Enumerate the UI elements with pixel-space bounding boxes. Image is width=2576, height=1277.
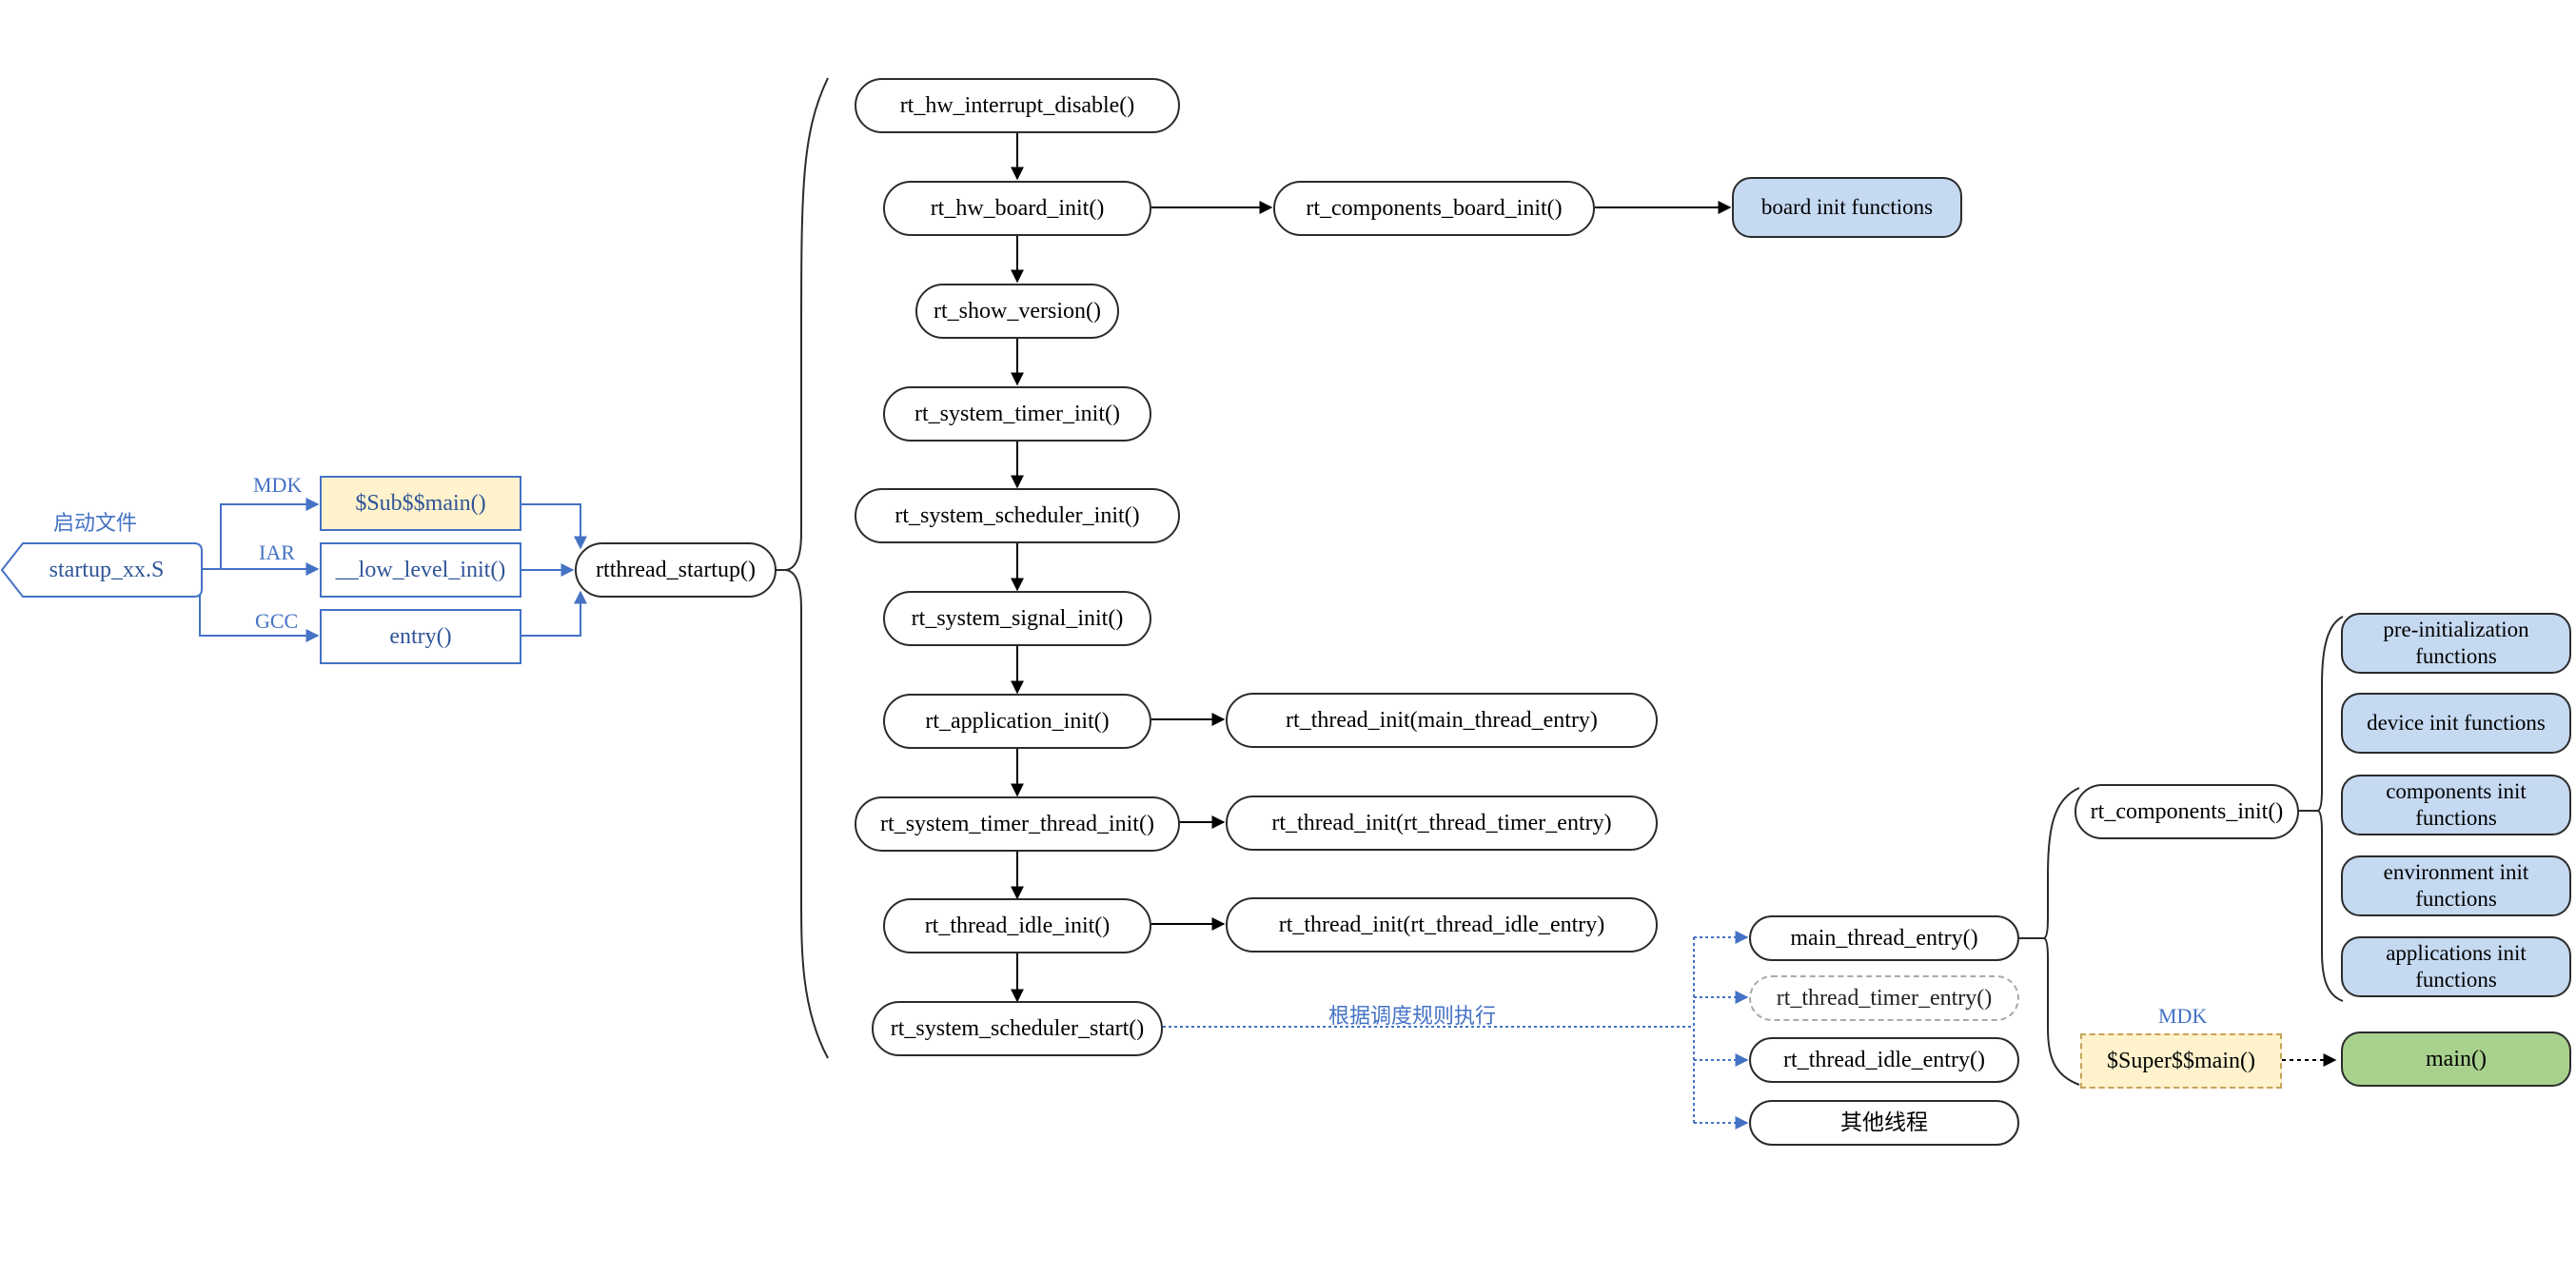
other-threads-node: 其他线程 bbox=[1749, 1100, 2019, 1146]
components-board-init-node: rt_components_board_init() bbox=[1273, 181, 1595, 236]
pre-init-functions-node: pre-initialization functions bbox=[2341, 613, 2571, 674]
seq-timer-thread-init: rt_system_timer_thread_init() bbox=[855, 796, 1180, 852]
mdk-super-label: MDK bbox=[2158, 1004, 2208, 1028]
super-main-node: $Super$$main() bbox=[2080, 1033, 2282, 1089]
seq-scheduler-start: rt_system_scheduler_start() bbox=[872, 1001, 1163, 1056]
applications-init-functions-node: applications init functions bbox=[2341, 936, 2571, 997]
thread-init-idle-node: rt_thread_init(rt_thread_idle_entry) bbox=[1226, 897, 1658, 953]
components-init-node: rt_components_init() bbox=[2075, 784, 2299, 839]
main-thread-entry-node: main_thread_entry() bbox=[1749, 915, 2019, 961]
thread-init-main-node: rt_thread_init(main_thread_entry) bbox=[1226, 693, 1658, 748]
startup-file-shape: startup_xx.S bbox=[0, 541, 204, 599]
board-init-functions-node: board init functions bbox=[1732, 177, 1962, 238]
compiler-mdk-label: MDK bbox=[253, 473, 303, 497]
seq-hw-board-init: rt_hw_board_init() bbox=[883, 181, 1151, 236]
entry-node: entry() bbox=[320, 609, 521, 664]
scheduler-note-label: 根据调度规则执行 bbox=[1328, 1004, 1497, 1028]
compiler-gcc-label: GCC bbox=[255, 609, 299, 633]
idle-thread-entry-node: rt_thread_idle_entry() bbox=[1749, 1037, 2019, 1083]
compiler-iar-label: IAR bbox=[259, 540, 295, 564]
main-node: main() bbox=[2341, 1031, 2571, 1087]
timer-thread-entry-node: rt_thread_timer_entry() bbox=[1749, 975, 2019, 1021]
seq-interrupt-disable: rt_hw_interrupt_disable() bbox=[855, 78, 1180, 133]
seq-system-timer-init: rt_system_timer_init() bbox=[883, 386, 1151, 442]
seq-show-version: rt_show_version() bbox=[915, 284, 1119, 339]
device-init-functions-node: device init functions bbox=[2341, 693, 2571, 754]
components-init-functions-node: components init functions bbox=[2341, 775, 2571, 835]
thread-init-timer-node: rt_thread_init(rt_thread_timer_entry) bbox=[1226, 796, 1658, 851]
low-level-init-node: __low_level_init() bbox=[320, 542, 521, 598]
environment-init-functions-node: environment init functions bbox=[2341, 855, 2571, 916]
seq-application-init: rt_application_init() bbox=[883, 694, 1151, 749]
startup-file-node: startup_xx.S bbox=[49, 558, 165, 582]
seq-signal-init: rt_system_signal_init() bbox=[883, 591, 1151, 646]
sub-main-node: $Sub$$main() bbox=[320, 476, 521, 531]
rtthread-startup-node: rtthread_startup() bbox=[575, 542, 777, 598]
seq-scheduler-init: rt_system_scheduler_init() bbox=[855, 488, 1180, 543]
startup-file-label: 启动文件 bbox=[53, 511, 138, 535]
seq-idle-init: rt_thread_idle_init() bbox=[883, 898, 1151, 953]
